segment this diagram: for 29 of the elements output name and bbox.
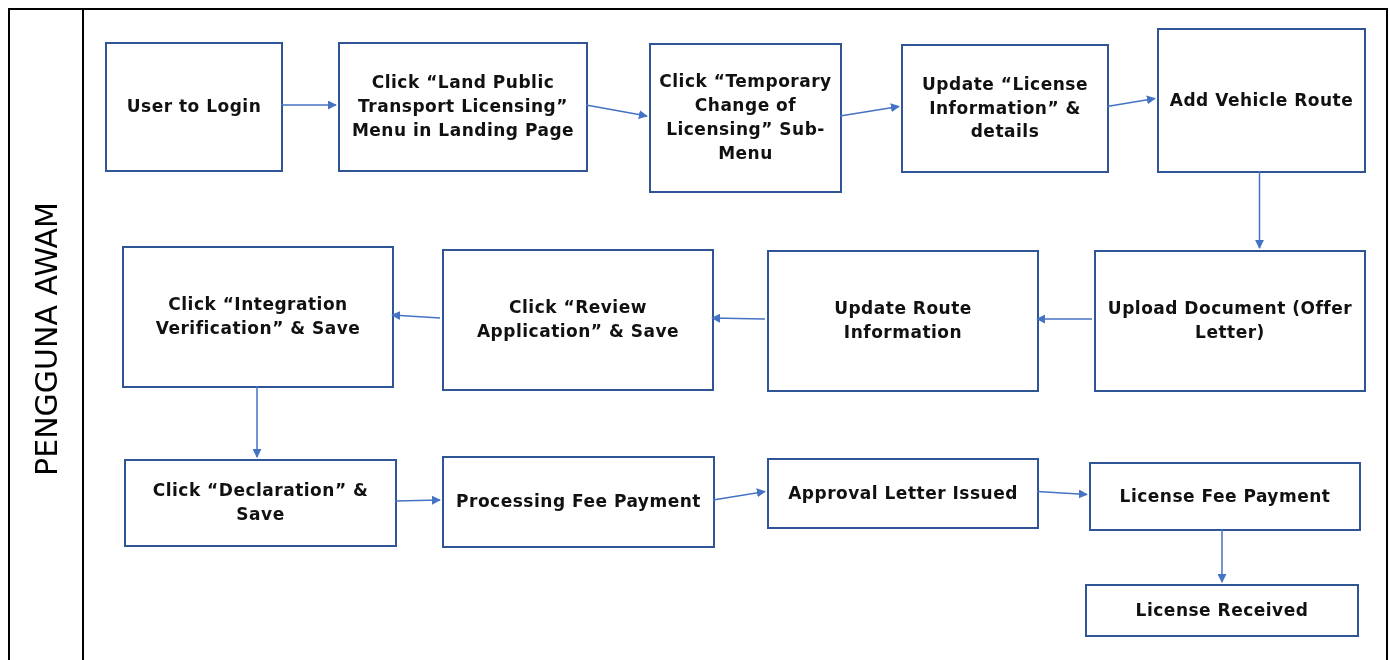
arrow bbox=[1255, 170, 1264, 249]
process-box: Approval Letter Issued bbox=[767, 458, 1039, 529]
process-box: Add Vehicle Route bbox=[1157, 28, 1366, 173]
arrow bbox=[1036, 314, 1093, 324]
arrow bbox=[839, 103, 900, 117]
lane-title: PENGGUNA AWAM bbox=[28, 202, 64, 476]
arrow bbox=[711, 313, 766, 323]
process-box: Click “Integration Verification” & Save bbox=[122, 246, 394, 388]
process-box: Upload Document (Offer Letter) bbox=[1094, 250, 1366, 392]
process-box: Processing Fee Payment bbox=[442, 456, 715, 548]
arrow bbox=[1036, 489, 1088, 499]
arrow bbox=[585, 104, 648, 119]
swimlane bbox=[8, 8, 1388, 660]
process-box: License Received bbox=[1085, 584, 1359, 637]
arrow bbox=[252, 385, 262, 458]
process-box: License Fee Payment bbox=[1089, 462, 1361, 531]
arrow bbox=[394, 495, 441, 505]
arrow bbox=[712, 488, 766, 501]
process-box: Click “Land Public Transport Licensing” Menu in Landing Page bbox=[338, 42, 588, 172]
arrow bbox=[280, 100, 337, 110]
process-box: Update “License Information” & details bbox=[901, 44, 1109, 173]
process-box: Update Route Information bbox=[767, 250, 1039, 392]
process-box: Click “Declaration” & Save bbox=[124, 459, 397, 547]
process-box: Click “Temporary Change of Licensing” Sub-Menu bbox=[649, 43, 842, 193]
process-box: Click “Review Application” & Save bbox=[442, 249, 714, 391]
arrow bbox=[1106, 95, 1156, 108]
arrow bbox=[391, 311, 441, 320]
process-box: User to Login bbox=[105, 42, 283, 172]
arrow bbox=[1217, 528, 1227, 583]
